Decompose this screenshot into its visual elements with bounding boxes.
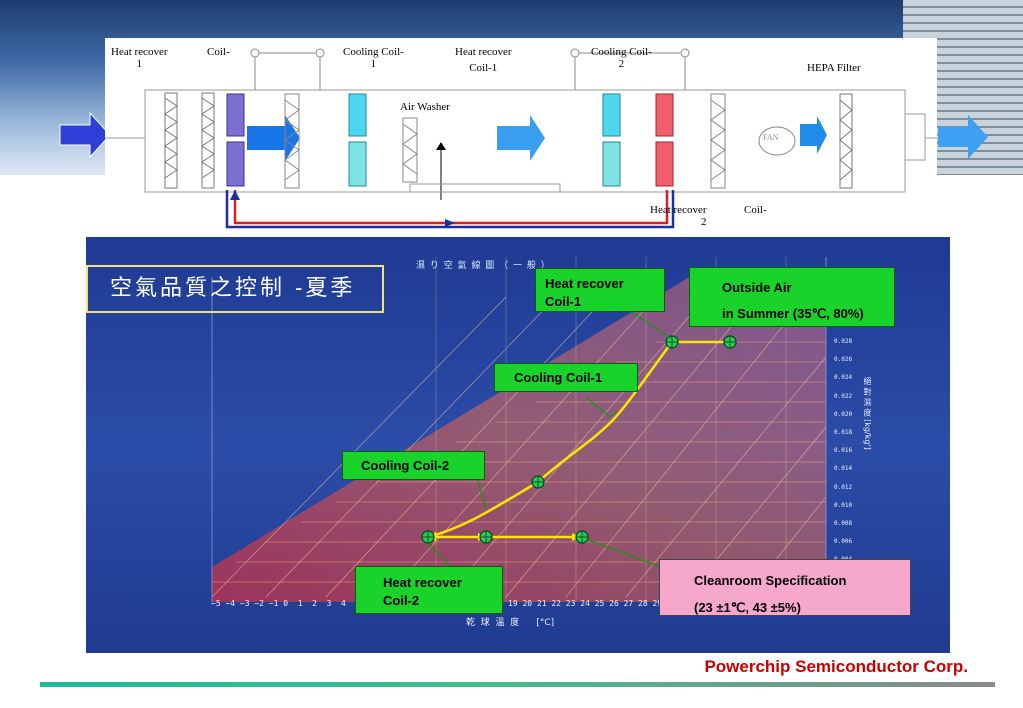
x-tick-labels-right: 19 20 21 22 23 24 25 26 27 28 29 30 [508,599,677,608]
label-text: Heat recover [111,46,168,58]
callout-heat-recover-coil-1: Heat recover Coil-1 [535,268,665,312]
outlet-arrow-icon [938,115,988,159]
callout-text: Heat recover [545,276,624,291]
callout-text: Coil-1 [545,294,582,309]
callout-text: in Summer (35℃, 80%) [722,306,864,321]
y-tick-label: 0.024 [834,374,853,382]
label-text: Heat recover [650,204,707,216]
label-heat-recover-1: Heat recover 1 [111,46,168,70]
y-tick-label: 0.022 [834,392,853,400]
x-axis-label: 乾 球 溫 度 [°C] [466,618,555,628]
callout-cleanroom-spec: Cleanroom Specification (23 ±1℃, 43 ±5%) [659,559,911,616]
y-tick-label: 0.026 [834,356,853,364]
x-tick-labels: −5 −4 −3 −2 −1 0 1 2 3 4 5 6 [211,599,375,608]
label-text: Coil-1 [469,62,498,74]
callout-text: Outside Air [722,280,792,295]
slide-title: 空氣品質之控制 -夏季 [86,265,384,313]
label-coil: Coil- [207,46,230,58]
y-tick-label: 0.008 [834,520,853,528]
y-tick-label: 0.028 [834,338,853,345]
label-text: 2 [701,216,707,228]
label-air-washer: Air Washer [400,101,450,113]
label-hepa-filter: HEPA Filter [807,62,861,74]
y-tick-label: 0.014 [834,465,853,473]
label-heat-recover-coil-1: Heat recover Coil-1 [455,46,512,74]
y-tick-label: 0.016 [834,447,853,455]
callout-cooling-coil-2: Cooling Coil-2 [342,451,485,480]
callout-heat-recover-coil-2: Heat recover Coil-2 [355,566,503,614]
callout-text: (23 ±1℃, 43 ±5%) [694,600,801,615]
y-tick-label: 0.020 [834,410,853,418]
callout-text: Cleanroom Specification [694,573,847,588]
label-text: Cooling Coil- [591,46,652,58]
label-text: 1 [370,58,377,70]
label-coil-2: Coil- [744,204,767,216]
label-text: 1 [136,58,143,70]
label-cooling-coil-2: Cooling Coil- 2 [591,46,652,70]
y-tick-label: 0.018 [834,429,853,437]
callout-outside-air: Outside Air in Summer (35℃, 80%) [689,267,895,327]
footer-divider [40,682,995,687]
label-heat-recover-2: Heat recover 2 [650,204,707,228]
callout-text: Heat recover [383,575,462,590]
fan-label: FAN [763,133,779,142]
y-tick-labels: 0.028 0.026 0.024 0.022 0.020 0.018 0.016 0.014… [834,333,852,570]
y-tick-label: 0.006 [834,538,853,546]
company-name: Powerchip Semiconductor Corp. [704,657,968,676]
ahu-diagram [105,48,937,229]
label-cooling-coil-1: Cooling Coil- 1 [343,46,404,70]
label-text: Heat recover [455,46,512,58]
inlet-arrow-icon [59,111,111,159]
chart-header: 濕 り 空 氣 線 圖 （ 一 般 ） [416,261,551,271]
callout-cooling-coil-1: Cooling Coil-1 [494,363,638,392]
ahu-schematic: Heat recover 1 Coil- Cooling Coil- 1 Hea… [105,38,937,235]
label-text: 2 [618,58,625,70]
y-tick-label: 0.012 [834,483,853,491]
y-axis-label: 絕 對 濕 度 [kg/kg'] [863,377,872,450]
callout-text: Coil-2 [383,593,420,608]
label-text: Cooling Coil- [343,46,404,58]
y-tick-label: 0.010 [834,501,853,509]
